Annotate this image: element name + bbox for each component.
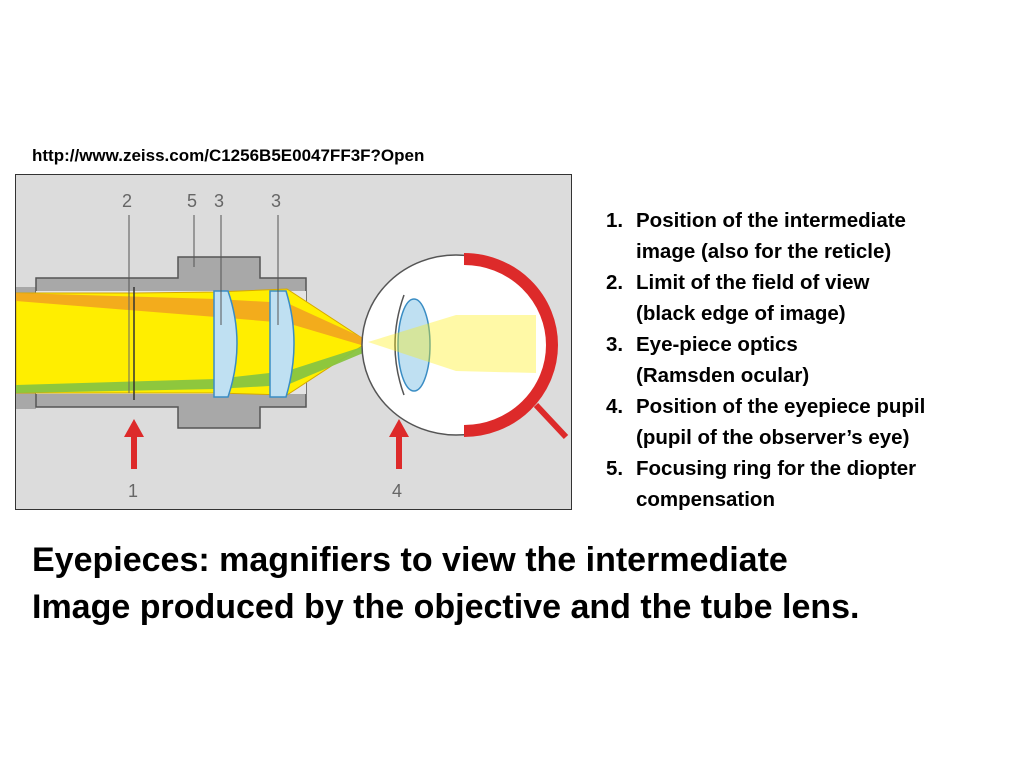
diagram-label-4: 4: [392, 481, 402, 501]
legend-list: 1. Position of the intermediate image (a…: [606, 205, 1016, 515]
legend-item: 1. Position of the intermediate image (a…: [606, 205, 1016, 267]
diagram-label-1: 1: [128, 481, 138, 501]
legend-item: 5. Focusing ring for the diopter compens…: [606, 453, 1016, 515]
eye-lens: [269, 290, 295, 398]
arrow-1: [124, 419, 144, 469]
legend-number: 5.: [606, 457, 624, 480]
eyepiece-diagram: 2 5 3 3 1 4: [15, 174, 572, 510]
legend-text: Position of the intermediate image (also…: [636, 205, 1016, 267]
legend-item: 3. Eye-piece optics (Ramsden ocular): [606, 329, 1016, 391]
caption: Eyepieces: magnifiers to view the interm…: [32, 537, 1017, 631]
legend-line: Focusing ring for the diopter: [636, 457, 917, 480]
source-url[interactable]: http://www.zeiss.com/C1256B5E0047FF3F?Op…: [32, 146, 425, 165]
eye-crystalline-lens: [397, 298, 431, 392]
legend-line: (pupil of the observer’s eye): [636, 426, 910, 449]
legend-item: 4. Position of the eyepiece pupil (pupil…: [606, 391, 1016, 453]
legend-line: Position of the eyepiece pupil: [636, 395, 926, 418]
legend-text: Position of the eyepiece pupil (pupil of…: [636, 391, 1016, 453]
legend-number: 1.: [606, 209, 624, 232]
legend-number: 3.: [606, 333, 624, 356]
legend-number: 2.: [606, 271, 624, 294]
legend-line: Position of the intermediate: [636, 209, 906, 232]
legend-text: Eye-piece optics (Ramsden ocular): [636, 329, 1016, 391]
legend-line: image (also for the reticle): [636, 240, 892, 263]
legend-line: compensation: [636, 488, 775, 511]
field-lens: [213, 290, 238, 398]
retina: [463, 253, 558, 437]
legend-text: Limit of the field of view (black edge o…: [636, 267, 1016, 329]
diagram-label-3a: 3: [214, 191, 224, 211]
arrow-4: [389, 419, 409, 469]
legend-number: 4.: [606, 395, 624, 418]
caption-line-2: Image produced by the objective and the …: [32, 588, 860, 626]
eyepiece-diagram-svg: 2 5 3 3 1 4: [16, 191, 569, 501]
diagram-label-5: 5: [187, 191, 197, 211]
legend-line: (Ramsden ocular): [636, 364, 810, 387]
legend-line: (black edge of image): [636, 302, 846, 325]
diagram-label-3b: 3: [271, 191, 281, 211]
diagram-label-2: 2: [122, 191, 132, 211]
caption-line-1: Eyepieces: magnifiers to view the interm…: [32, 541, 788, 579]
legend-text: Focusing ring for the diopter compensati…: [636, 453, 1016, 515]
legend-line: Eye-piece optics: [636, 333, 798, 356]
legend-line: Limit of the field of view: [636, 271, 870, 294]
legend-item: 2. Limit of the field of view (black edg…: [606, 267, 1016, 329]
observer-eye: [361, 253, 569, 440]
cornea: [394, 294, 405, 396]
